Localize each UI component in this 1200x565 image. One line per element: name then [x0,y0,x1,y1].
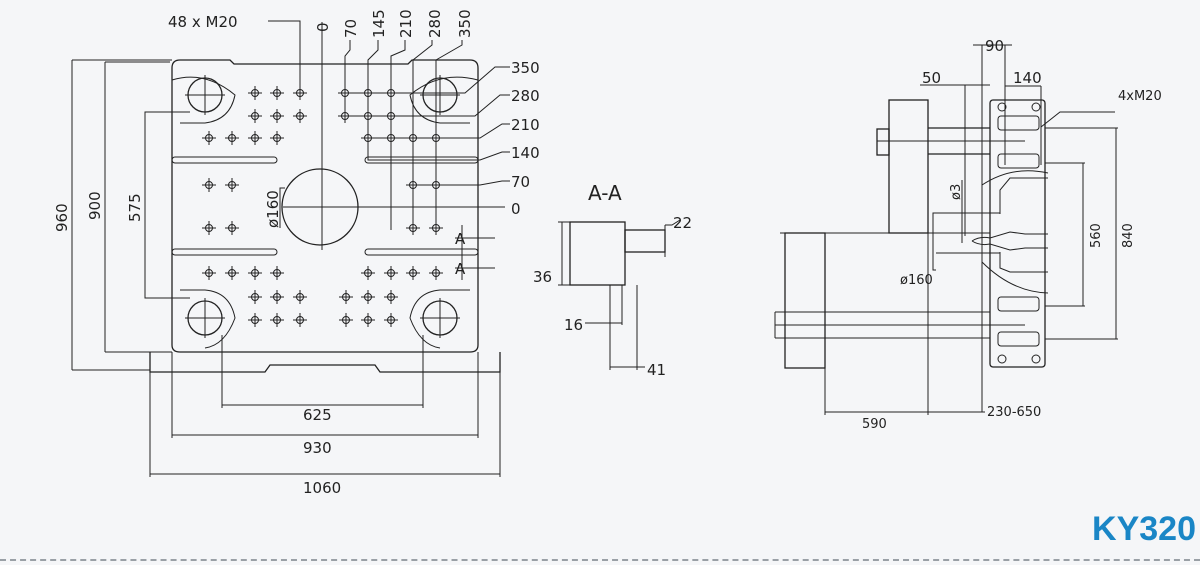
hole-crosshair [406,266,420,280]
offset-label: 70 [511,173,530,191]
dim-900: 900 [86,191,104,220]
dim-625: 625 [303,406,332,424]
section-mark-top: A [455,230,466,248]
hole-crosshair [225,266,239,280]
hole-crosshair [270,131,284,145]
hole-crosshair [270,86,284,100]
front-view [71,20,510,477]
dim-50: 50 [922,69,941,87]
dim-1060: 1060 [303,479,341,497]
section-view [558,219,681,370]
offset-label: 210 [511,116,540,134]
dim-90: 90 [985,37,1004,55]
section-mark-bottom: A [455,260,466,278]
platen-base [149,352,501,373]
dim-575: 575 [126,193,144,222]
offset-label: 350 [511,59,540,77]
footer-divider [0,559,1200,561]
hole-crosshair [339,313,353,327]
offset-label: 145 [370,9,388,38]
injection-unit-block [888,99,929,234]
hole-crosshair [202,131,216,145]
hole-crosshair [225,221,239,235]
tie-bar-holes [171,76,479,349]
side-view [774,44,1118,415]
hole-crosshair [248,313,262,327]
model-label: KY320 [1092,510,1196,548]
offset-label: 0 [511,200,521,218]
hole-crosshair [248,266,262,280]
dim-930: 930 [303,439,332,457]
slots [171,156,479,256]
offset-label: 140 [511,144,540,162]
dim-590: 590 [862,417,887,432]
hole-crosshair [248,109,262,123]
offset-label: 280 [426,9,444,38]
hole-crosshair [384,313,398,327]
hole-crosshair [202,178,216,192]
hole-crosshair [225,131,239,145]
hole-crosshair [202,266,216,280]
hole-crosshair [293,313,307,327]
section-title: A-A [588,181,622,205]
dim-36: 36 [533,268,552,286]
hole-crosshair [270,266,284,280]
right-offset-labels: 350 280 210 140 70 0 [511,59,540,218]
hole-crosshair [293,290,307,304]
hole-crosshair [248,131,262,145]
dim-140: 140 [1013,69,1042,87]
dim-16: 16 [564,316,583,334]
dim-840: 840 [1121,223,1136,248]
hole-crosshair [361,313,375,327]
offset-label: 70 [342,19,360,38]
dim-560: 560 [1089,223,1104,248]
offset-label: 350 [456,9,474,38]
hole-crosshair [384,266,398,280]
hole-crosshair [361,266,375,280]
platen-outline [171,59,479,353]
hole-crosshair [361,290,375,304]
hole-crosshair [248,290,262,304]
hole-crosshair [225,178,239,192]
dim-22: 22 [673,214,692,232]
side-thread-callout: 4xM20 [1118,89,1162,104]
hole-crosshair [270,109,284,123]
hole-crosshair [429,266,443,280]
dim-stroke: 230-650 [987,405,1041,420]
offset-leaders [71,20,510,477]
offset-label: 0 [314,22,332,32]
thread-callout: 48 x M20 [168,13,238,31]
dim-nozzle-3: ø3 [949,184,964,200]
hole-crosshair [248,86,262,100]
top-offset-labels: 0 70 145 210 280 350 [314,9,474,38]
hole-crosshair [270,313,284,327]
offset-label: 210 [397,9,415,38]
dim-41: 41 [647,361,666,379]
hole-crosshair [384,290,398,304]
dim-960: 960 [53,203,71,232]
offset-label: 280 [511,87,540,105]
hole-crosshair [339,290,353,304]
hole-crosshair [293,109,307,123]
centerlines [185,22,505,338]
center-diameter: ø160 [264,190,282,228]
hole-crosshair [270,290,284,304]
hole-crosshair [202,221,216,235]
dim-ring-160: ø160 [900,273,933,288]
